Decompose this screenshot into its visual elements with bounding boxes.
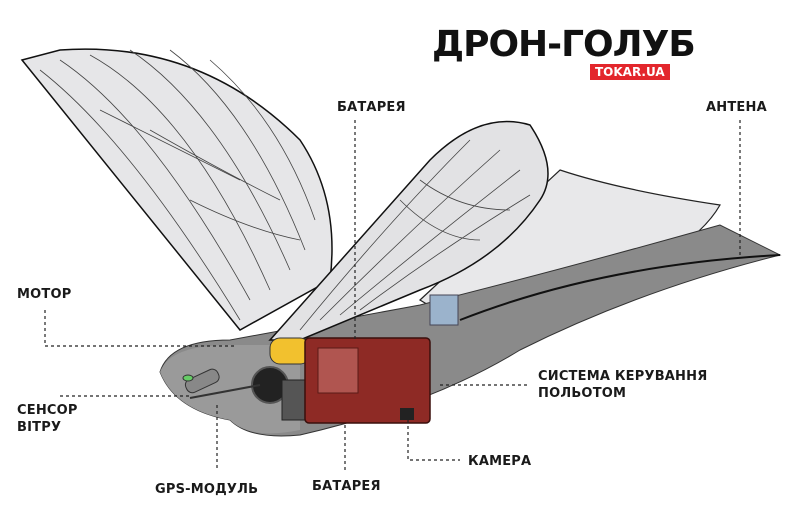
left-wing-feathers — [39, 49, 316, 321]
label-wind-sensor-line2: ВІТРУ — [17, 420, 62, 435]
label-battery-top: БАТАРЕЯ — [337, 100, 406, 115]
label-flight-control-line1: СИСТЕМА КЕРУВАННЯ — [538, 369, 708, 384]
right-wing-feathers — [299, 139, 531, 331]
battery-front — [269, 337, 311, 365]
antenna — [459, 254, 781, 321]
leader-lines — [44, 120, 741, 470]
left-wing — [20, 48, 333, 331]
label-camera: КАМЕРА — [468, 454, 532, 469]
camera — [400, 408, 414, 420]
source-logo: TOKAR.UA — [590, 64, 670, 80]
label-battery-bottom: БАТАРЕЯ — [312, 479, 381, 494]
gps-module — [184, 368, 220, 394]
label-flight-control-line2: ПОЛЬОТОМ — [538, 386, 627, 401]
label-wind-sensor-line1: СЕНСОР — [17, 403, 78, 418]
label-antenna: АНТЕНА — [706, 100, 767, 115]
label-motor: МОТОР — [17, 287, 72, 302]
label-gps-module: GPS-МОДУЛЬ — [155, 482, 259, 497]
diagram-title: ДРОН-ГОЛУБ — [432, 24, 696, 65]
wind-sensor-rod — [189, 384, 261, 399]
antenna-module — [429, 294, 459, 326]
right-wing — [268, 120, 549, 341]
